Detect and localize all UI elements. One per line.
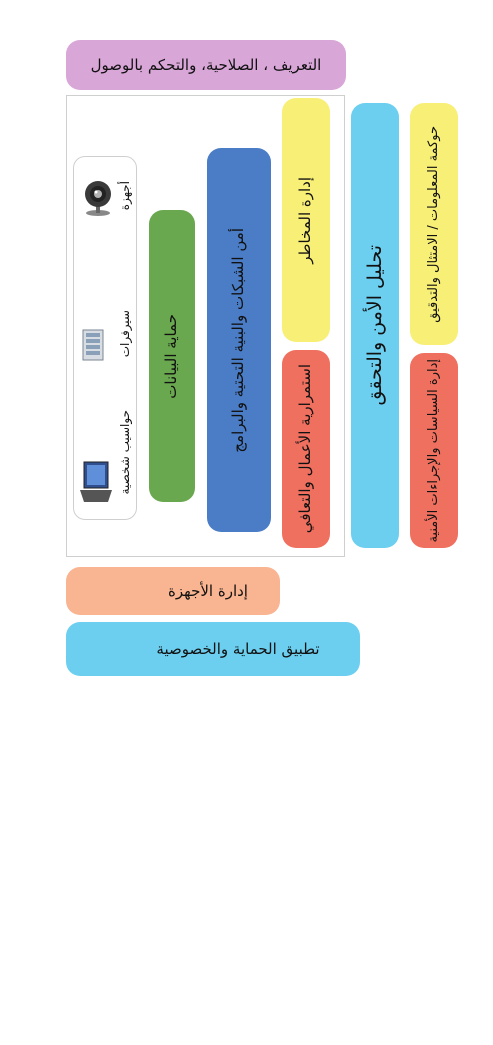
identity-access-label: التعريف ، الصلاحية، والتحكم بالوصول: [90, 56, 322, 74]
devices-panel: أجهزة سيرفرات حواسيب شخصية: [73, 156, 137, 520]
device-item-server: سيرفرات: [74, 292, 138, 382]
policy-management-label: إدارة السياسات والإجراءات الأمنية: [425, 358, 441, 543]
protection-privacy-label: تطبيق الحماية والخصوصية: [156, 640, 320, 658]
risk-management-box: إدارة المخاطر: [282, 98, 330, 342]
webcam-icon: [85, 181, 111, 216]
device-management-bar: إدارة الأجهزة: [66, 567, 280, 615]
governance-label: حوكمة المعلومات / الامتثال والتدقيق: [425, 125, 441, 323]
device-label-webcam: أجهزة: [118, 181, 132, 211]
device-management-label: إدارة الأجهزة: [168, 582, 248, 600]
policy-management-box: إدارة السياسات والإجراءات الأمنية: [410, 353, 458, 548]
server-icon: [82, 329, 104, 361]
device-item-webcam: أجهزة: [74, 169, 138, 249]
laptop-icon: [80, 461, 112, 502]
network-security-box: أمن الشبكات والبنية التحتية والبرامج: [207, 148, 271, 532]
protection-privacy-bar: تطبيق الحماية والخصوصية: [66, 622, 360, 676]
data-protection-box: حماية البيانات: [149, 210, 195, 502]
device-label-server: سيرفرات: [118, 310, 132, 358]
device-item-laptop: حواسيب شخصية: [74, 402, 138, 512]
business-continuity-box: استمرارية الأعمال والتعافي: [282, 350, 330, 548]
security-analysis-box: تحليل الأمن والتحقق: [351, 103, 399, 548]
security-analysis-label: تحليل الأمن والتحقق: [363, 245, 386, 406]
device-label-laptop: حواسيب شخصية: [118, 410, 132, 495]
governance-box: حوكمة المعلومات / الامتثال والتدقيق: [410, 103, 458, 345]
risk-management-label: إدارة المخاطر: [296, 176, 315, 264]
identity-access-bar: التعريف ، الصلاحية، والتحكم بالوصول: [66, 40, 346, 90]
business-continuity-label: استمرارية الأعمال والتعافي: [296, 364, 315, 534]
data-protection-label: حماية البيانات: [162, 313, 181, 399]
network-security-label: أمن الشبكات والبنية التحتية والبرامج: [229, 227, 248, 453]
